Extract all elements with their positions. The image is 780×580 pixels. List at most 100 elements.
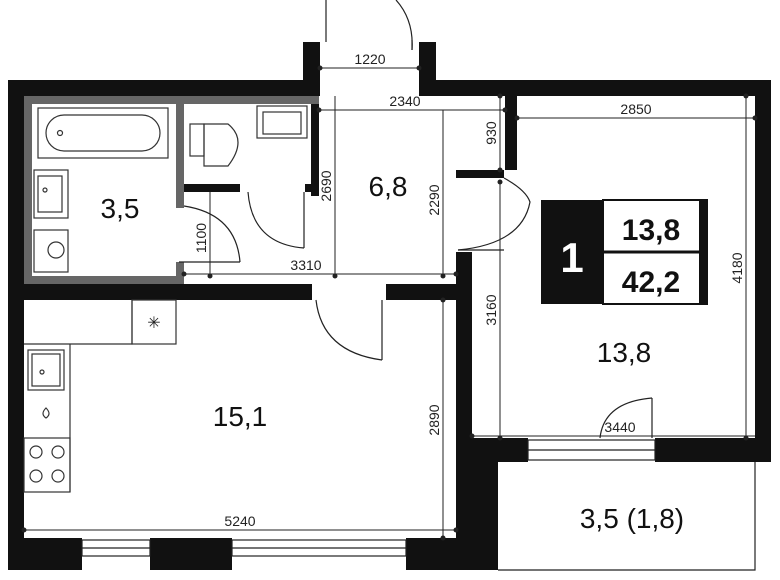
tick (181, 271, 187, 277)
tick (497, 93, 503, 99)
tick (497, 167, 503, 173)
tick (440, 535, 446, 541)
wc-sink-inner (262, 111, 302, 135)
dimension-ticks (21, 65, 758, 541)
water-drop (42, 407, 50, 419)
bath-frame-left (24, 96, 32, 284)
dim-closet-depth: 930 (483, 121, 499, 145)
stove (23, 437, 71, 493)
room-labels: 3,5 6,8 15,1 13,8 3,5 (1,8) (101, 171, 685, 534)
kitchen-sink-tap (39, 369, 45, 375)
dim-bedroom-width: 2850 (620, 101, 651, 117)
burner-4 (51, 469, 65, 483)
bath-sink-inner (37, 175, 63, 213)
fixtures (23, 105, 308, 493)
bath-door-swing (183, 205, 241, 263)
tick (440, 297, 446, 303)
wall-wc-bottom (178, 184, 240, 192)
tick (469, 433, 475, 439)
wall-hall-bedroom-upper (505, 96, 517, 170)
kitchen-counter (24, 300, 133, 345)
wall-bottom-2 (150, 538, 232, 570)
bath-sink (33, 169, 69, 219)
toilet-tank (189, 123, 205, 157)
dim-bath-height: 2690 (318, 170, 334, 201)
wall-closet-bottom (456, 170, 504, 178)
washing-machine-drum (47, 241, 65, 259)
tick (332, 273, 338, 279)
dim-hall-height: 2290 (426, 184, 442, 215)
badge-edge (699, 200, 707, 304)
wall-entrance-left (303, 42, 320, 96)
stove-symbol: ✳ (147, 313, 160, 332)
badge-total-area: 42,2 (622, 266, 680, 299)
wall-bottom-3 (406, 538, 498, 570)
entrance-door-swing (395, 0, 413, 51)
wc-door-swing (247, 191, 305, 249)
tick (440, 273, 446, 279)
badge-rooms-box (541, 200, 603, 304)
dim-bath-hall-length: 3310 (290, 257, 321, 273)
bedroom-door-swing (457, 177, 531, 251)
burner-2 (51, 445, 65, 459)
burner-1 (29, 445, 43, 459)
wall-bath-hall (311, 96, 319, 196)
tick (21, 527, 27, 533)
tick (416, 65, 422, 71)
doors (81, 0, 756, 571)
wall-top-right (419, 80, 771, 96)
tick (514, 115, 520, 121)
washing-machine (33, 229, 69, 273)
tick (752, 115, 758, 121)
wall-top-left (8, 80, 320, 96)
room-kitchen-area: 15,1 (213, 401, 268, 432)
tick (317, 65, 323, 71)
dim-kitchen-height: 2890 (426, 404, 442, 435)
dimension-labels: 1220 2340 2850 2690 2290 930 1100 3310 4… (193, 51, 745, 529)
toilet-bowl (203, 123, 239, 167)
room-hallway-area: 6,8 (369, 171, 408, 202)
bath-frame-divider-low (176, 262, 184, 284)
tick (743, 435, 749, 441)
dim-kitchen-width: 5240 (224, 513, 255, 529)
room-bedroom-area: 13,8 (597, 337, 652, 368)
tick (453, 527, 459, 533)
wall-bottom-1 (8, 538, 82, 570)
badge-rooms-count: 1 (560, 234, 583, 281)
tick (497, 179, 503, 185)
tick (316, 107, 322, 113)
balcony-outline (498, 462, 756, 571)
wall-kitchen-top-left (8, 284, 312, 300)
dim-hall-width: 2340 (389, 93, 420, 109)
dim-bath-door: 1100 (193, 223, 209, 253)
wall-kitchen-bedroom (456, 252, 472, 542)
tick (453, 271, 459, 277)
wall-wc-bottom-right (305, 184, 319, 192)
wall-kitchen-top-right (386, 284, 458, 300)
area-badge: 1 13,8 42,2 (541, 199, 708, 305)
bathtub (37, 107, 169, 159)
dim-bedroom-bottom: 3440 (604, 419, 635, 435)
kitchen-sink (27, 349, 65, 391)
badge-living-area: 13,8 (622, 214, 680, 247)
bath-frame-bottom (24, 276, 179, 284)
kitchen-sink-inner (31, 353, 61, 387)
dim-bedroom-height: 4180 (729, 252, 745, 283)
balcony-door-swing (599, 397, 653, 439)
bath-frame (24, 96, 319, 284)
bath-sink-tap (42, 187, 48, 193)
bath-frame-top (24, 96, 319, 104)
tick (502, 107, 508, 113)
bathtub-inner (45, 114, 161, 152)
kitchen-door-swing (315, 299, 383, 361)
room-bathroom-area: 3,5 (101, 193, 140, 224)
dim-entrance-width: 1220 (354, 51, 385, 67)
tick (207, 273, 213, 279)
dimension-lines (24, 67, 755, 538)
wall-right (755, 80, 771, 448)
hood (131, 299, 177, 345)
room-balcony-area: 3,5 (1,8) (580, 503, 684, 534)
tick (497, 435, 503, 441)
wc-sink (256, 105, 308, 139)
